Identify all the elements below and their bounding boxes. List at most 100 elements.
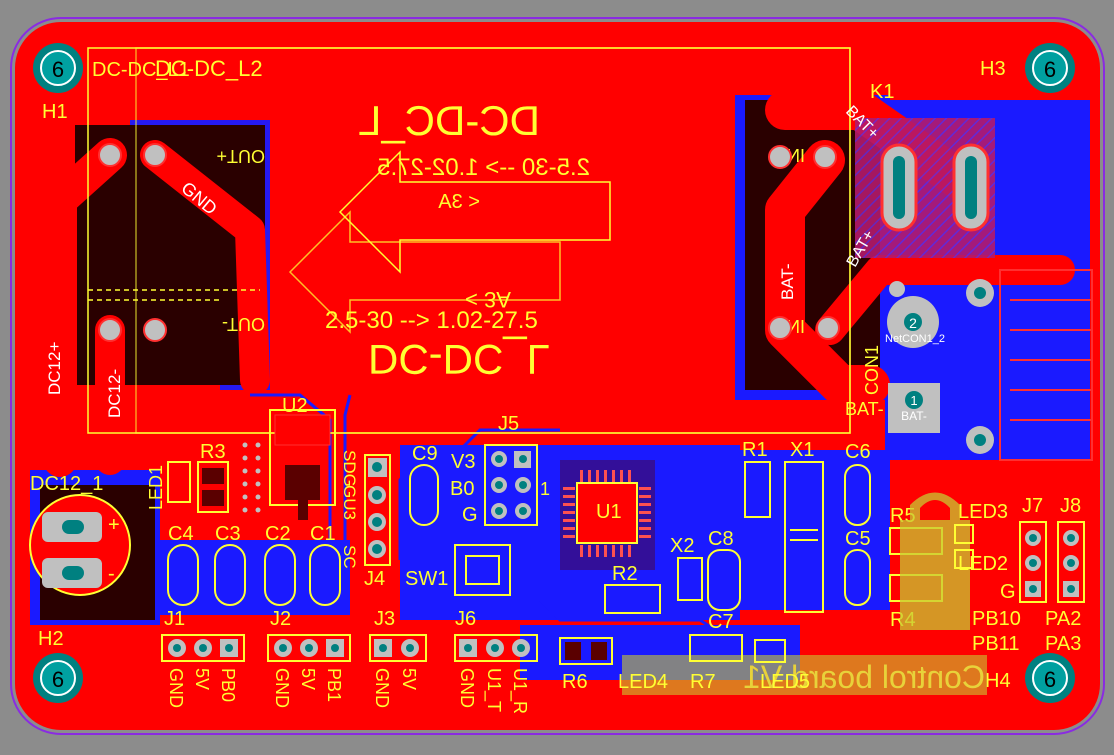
- header-j7[interactable]: [1019, 521, 1047, 603]
- j5-label-b0: B0: [450, 478, 474, 500]
- label-dc12-plus: DC12+: [45, 342, 64, 395]
- mounting-hole-h2: 6: [33, 653, 83, 703]
- designator-led2: LED2: [958, 553, 1008, 575]
- svg-text:6: 6: [1044, 667, 1056, 692]
- designator-c9: C9: [412, 443, 438, 465]
- svg-text:6: 6: [52, 667, 64, 692]
- mcu-u1[interactable]: [560, 460, 655, 570]
- crystal-x1[interactable]: [784, 461, 824, 613]
- j1-pin-1-label: GND: [166, 668, 186, 708]
- j5-label-1: 1: [540, 479, 550, 499]
- led-led5[interactable]: [754, 639, 786, 663]
- resistor-r6[interactable]: [559, 637, 613, 665]
- j4-pin-labels-sdg: SDG: [340, 450, 359, 487]
- j5-label-g: G: [462, 504, 478, 526]
- label-bat-minus-trace: BAT-: [778, 263, 797, 300]
- label-h1: H1: [42, 101, 68, 123]
- dcdc-arrows: [288, 150, 611, 334]
- crystal-x2[interactable]: [677, 557, 703, 601]
- capacitor-c5[interactable]: [844, 549, 871, 606]
- capacitor-c6[interactable]: [844, 464, 871, 526]
- designator-con1: CON1: [862, 345, 882, 395]
- resistor-r1[interactable]: [744, 461, 771, 518]
- dcdc-module-outline: [87, 47, 851, 434]
- designator-c8: C8: [708, 528, 734, 550]
- resistor-r7[interactable]: [689, 634, 743, 662]
- designator-c5: C5: [845, 528, 871, 550]
- designator-j3: J3: [374, 608, 395, 630]
- j2-pin-2-label: 5V: [298, 668, 318, 690]
- label-h4: H4: [985, 670, 1011, 692]
- designator-j2: J2: [270, 608, 291, 630]
- svg-text:6: 6: [52, 57, 64, 82]
- con1-pad1-number: 1: [910, 393, 917, 408]
- j3-pin-2-label: 5V: [399, 668, 419, 690]
- designator-k1: K1: [870, 81, 894, 103]
- module-title-top: DC-DC_L: [358, 97, 540, 144]
- resistor-r2[interactable]: [604, 584, 661, 614]
- led-led3[interactable]: [954, 524, 974, 544]
- designator-r1: R1: [742, 439, 768, 461]
- module-spec-top: 2.5-30 --> 1.02-27.5: [377, 154, 590, 181]
- capacitor-c8[interactable]: [707, 549, 741, 611]
- designator-c2: C2: [265, 523, 291, 545]
- designator-c3: C3: [215, 523, 241, 545]
- led-led1[interactable]: [167, 461, 191, 503]
- j2-pin-3-label: PB1: [324, 668, 344, 702]
- header-j5[interactable]: [484, 444, 538, 526]
- via-field-u2: [242, 442, 261, 513]
- designator-u1: U1: [596, 501, 622, 523]
- j6-pin-3-label: U1_R: [509, 668, 530, 714]
- resistor-r3[interactable]: [197, 461, 229, 513]
- header-j8[interactable]: [1057, 521, 1085, 603]
- designator-led3: LED3: [958, 501, 1008, 523]
- switch-sw1[interactable]: [454, 544, 511, 596]
- label-pb11: PB11: [972, 633, 1019, 655]
- j4-pin-labels-gu3: GU3: [340, 485, 359, 520]
- header-j2[interactable]: [267, 634, 351, 662]
- mounting-hole-h4: 6: [1025, 653, 1075, 703]
- header-j6[interactable]: [454, 634, 538, 662]
- module-pads[interactable]: [98, 143, 840, 342]
- led-led2[interactable]: [954, 549, 974, 569]
- designator-j7: J7: [1022, 495, 1043, 517]
- designator-r6: R6: [562, 671, 588, 693]
- designator-r2: R2: [612, 563, 638, 585]
- designator-led5: LED5: [760, 671, 810, 693]
- designator-c1: C1: [310, 523, 336, 545]
- dc12-minus-symbol: -: [108, 563, 115, 585]
- module-current-top: < 3A: [438, 191, 480, 213]
- designator-j5: J5: [498, 413, 519, 435]
- con1-bat-minus-net: BAT-: [901, 409, 927, 423]
- header-j4[interactable]: [364, 454, 391, 566]
- designator-sw1: SW1: [405, 568, 448, 590]
- con1-net-label: NetCON1_2: [885, 333, 945, 345]
- label-h2: H2: [38, 628, 64, 650]
- regulator-u2[interactable]: [269, 409, 336, 520]
- mounting-hole-h3: 6: [1025, 43, 1075, 93]
- designator-c7: C7: [708, 611, 734, 633]
- j6-pin-2-label: U1_T: [483, 668, 504, 712]
- capacitors-c1-c4[interactable]: [167, 544, 341, 606]
- header-j1[interactable]: [161, 634, 245, 662]
- designator-led4: LED4: [618, 671, 668, 693]
- j4-pin-labels-sc: SC: [340, 545, 359, 569]
- label-pa2: PA2: [1045, 608, 1081, 630]
- label-dcdc-l1: DC-DC_L1: [92, 59, 190, 81]
- dc12-jack[interactable]: [29, 494, 131, 596]
- mounting-hole-h1: 6: [33, 43, 83, 93]
- designator-x2: X2: [670, 535, 694, 557]
- designator-r7: R7: [690, 671, 716, 693]
- label-dcdc-l2: DC-DC_L2: [155, 56, 263, 81]
- label-g: G: [1000, 581, 1016, 603]
- capacitor-c9[interactable]: [409, 464, 439, 526]
- relay-k1-pads[interactable]: [880, 143, 990, 232]
- header-j3[interactable]: [369, 634, 427, 662]
- j1-pin-3-label: PB0: [218, 668, 238, 702]
- label-out-minus: OUT-: [222, 314, 265, 334]
- label-h3: H3: [980, 58, 1006, 80]
- connector-con1[interactable]: [887, 269, 1093, 461]
- j2-pin-1-label: GND: [272, 668, 292, 708]
